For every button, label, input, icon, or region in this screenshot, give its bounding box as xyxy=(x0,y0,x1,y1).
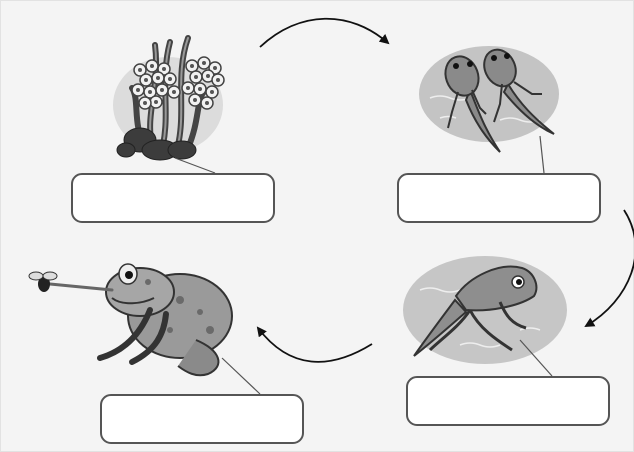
froglet-illustration xyxy=(403,256,567,364)
adult-pointer-line xyxy=(222,358,260,394)
cycle-arrow-top xyxy=(260,19,388,47)
eggs-label-box[interactable] xyxy=(71,173,275,223)
eggs-pointer-line xyxy=(175,158,215,173)
frog-spawn-illustration xyxy=(113,38,224,160)
cycle-arrow-right xyxy=(586,210,634,326)
tadpoles-illustration xyxy=(419,44,559,152)
tadpoles-label-box[interactable] xyxy=(397,173,601,223)
adult-frog-illustration xyxy=(29,264,232,375)
adult-label-box[interactable] xyxy=(100,394,304,444)
fly-icon xyxy=(29,272,57,292)
cycle-arrow-bottom xyxy=(258,328,372,362)
tadpoles-pointer-line xyxy=(540,136,544,173)
froglet-label-box[interactable] xyxy=(406,376,610,426)
